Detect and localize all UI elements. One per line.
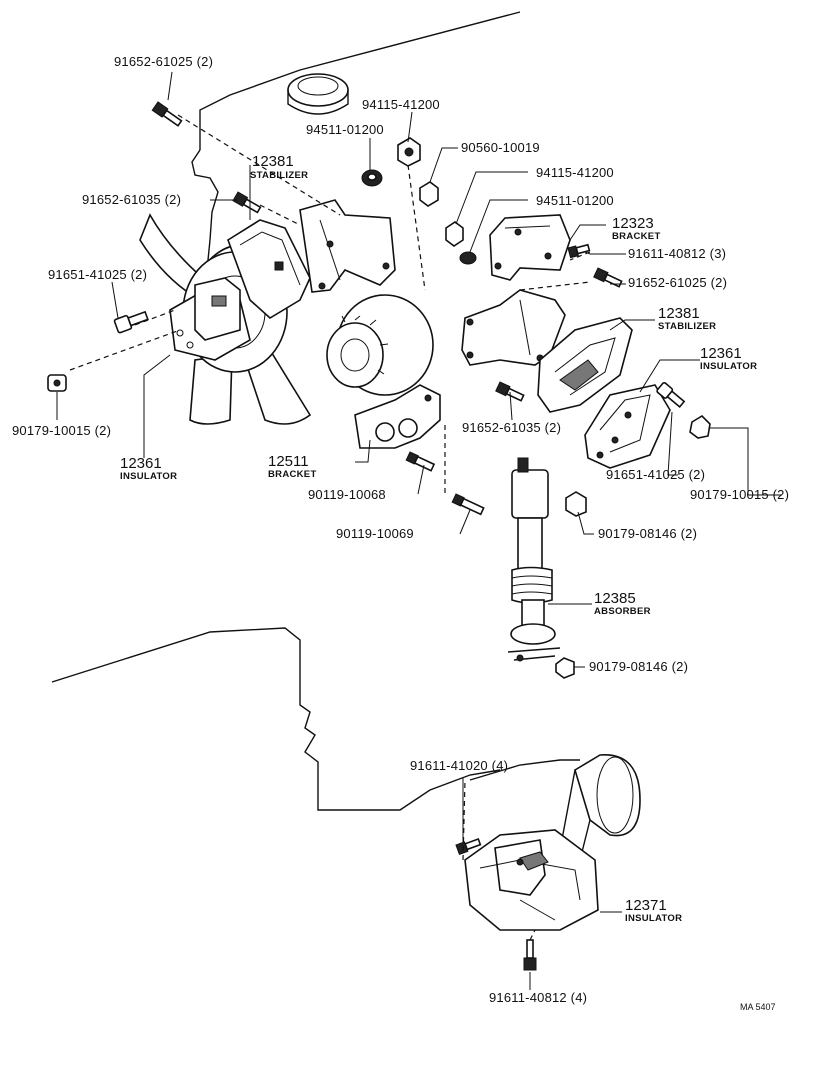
insulator-left (169, 277, 251, 361)
callout-91651-41025-b: 91651-41025 (2) (606, 467, 705, 482)
callout-94115-41200-b: 94115-41200 (536, 165, 614, 180)
nut-90179-10015-b (689, 414, 711, 439)
part-12361-a-name: INSULATOR (120, 471, 177, 482)
callout-91611-41020: 91611-41020 (4) (410, 758, 508, 773)
callout-91651-41025-a: 91651-41025 (2) (48, 267, 147, 282)
part-12323-number: 12323 (612, 215, 654, 232)
callout-94115-41200-a: 94115-41200 (362, 97, 440, 112)
part-12381-a-number: 12381 (252, 153, 294, 170)
assembly-lines (69, 114, 591, 941)
callout-90179-08146-b: 90179-08146 (2) (589, 659, 688, 674)
nut-90179-08146-b (555, 657, 575, 679)
insulator-12371 (464, 829, 599, 931)
part-12323-name: BRACKET (612, 231, 661, 242)
nut-94115-41200-b (445, 221, 464, 247)
oil-filler-cap (287, 73, 349, 115)
callout-90119-10069: 90119-10069 (336, 526, 414, 541)
bolt-91611-40812-b (523, 939, 537, 971)
bolt-91652-61025-b (593, 267, 623, 288)
bracket-12323 (489, 214, 571, 281)
bracket-center (299, 199, 396, 293)
callout-94511-01200-a: 94511-01200 (306, 122, 384, 137)
bolt-91611-41020 (455, 837, 482, 856)
bolt-91652-61035-a (232, 191, 262, 214)
bolt-91652-61025-a (151, 101, 183, 127)
callout-90179-10015-b: 90179-10015 (2) (690, 487, 789, 502)
bolt-90119-10069 (451, 493, 485, 516)
callout-91611-40812-b: 91611-40812 (4) (489, 990, 587, 1005)
part-12361-a-number: 12361 (120, 455, 162, 472)
part-12511-number: 12511 (268, 453, 309, 470)
part-12385-number: 12385 (594, 590, 636, 607)
figure-code: MA 5407 (740, 1002, 776, 1012)
callout-91652-61025-b: 91652-61025 (2) (628, 275, 727, 290)
insulator-right (584, 384, 671, 469)
callout-94511-01200-b: 94511-01200 (536, 193, 614, 208)
washer-94511-01200-a (361, 169, 383, 187)
part-12371-name: INSULATOR (625, 913, 682, 924)
part-labels: 12381 STABILIZER 12323 BRACKET 12381 STA… (120, 153, 776, 1012)
absorber (507, 457, 561, 662)
leader-lines (56, 71, 782, 990)
spacer-90560-10019 (419, 181, 439, 207)
part-12385-name: ABSORBER (594, 606, 651, 617)
part-12381-a-name: STABILIZER (250, 170, 308, 181)
exhaust-pipe (559, 754, 641, 861)
bracket-12511 (354, 384, 441, 449)
bolt-91611-40812-a (567, 243, 591, 259)
alternator (326, 294, 434, 396)
stabilizer-right (537, 317, 633, 413)
callout-91652-61035-b: 91652-61035 (2) (462, 420, 561, 435)
callout-90179-10015-a: 90179-10015 (2) (12, 423, 111, 438)
callout-90560-10019: 90560-10019 (461, 140, 540, 155)
bolt-91651-41025-a (113, 310, 149, 334)
washer-94511-01200-b (459, 251, 477, 265)
bolt-90119-10068 (405, 451, 436, 472)
nut-90179-10015-a (47, 374, 67, 392)
bolt-91652-61035-b (495, 381, 525, 402)
callout-91652-61025-a: 91652-61025 (2) (114, 54, 213, 69)
part-12381-b-number: 12381 (658, 305, 700, 322)
nut-90179-08146-a (565, 491, 587, 517)
part-12361-b-number: 12361 (700, 345, 742, 362)
part-12381-b-name: STABILIZER (658, 321, 716, 332)
callout-90119-10068: 90119-10068 (308, 487, 386, 502)
callout-labels: 91652-61025 (2) 94115-41200 94511-01200 … (12, 54, 789, 1005)
part-12511-name: BRACKET (268, 469, 317, 480)
part-12361-b-name: INSULATOR (700, 361, 757, 372)
callout-91611-40812-a: 91611-40812 (3) (628, 246, 726, 261)
callout-90179-08146-a: 90179-08146 (2) (598, 526, 697, 541)
part-12371-number: 12371 (625, 897, 667, 914)
bolt-91651-41025-b (656, 382, 686, 409)
callout-91652-61035-a: 91652-61035 (2) (82, 192, 181, 207)
transmission-outline (51, 627, 580, 811)
stabilizer-left (227, 219, 311, 319)
nut-94115-41200-a (397, 137, 421, 167)
